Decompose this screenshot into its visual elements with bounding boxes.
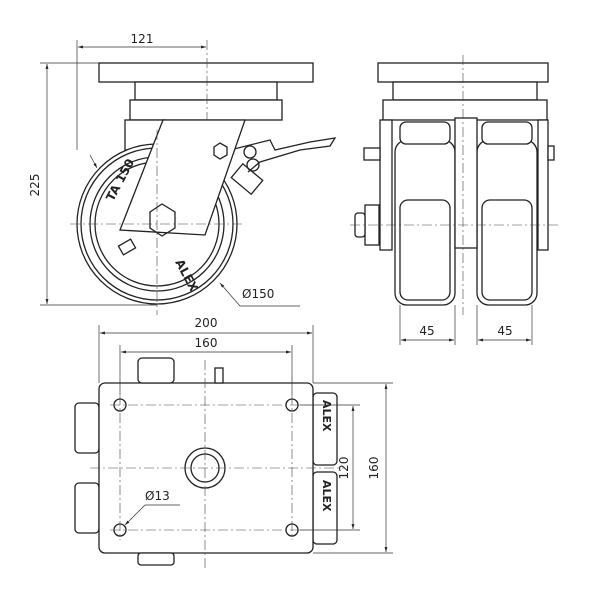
bottom-view: ALEX ALEX 200 160 120 160 Ø13 [74,316,393,570]
axle-nut [149,203,176,237]
wheel-left [394,139,456,306]
wheel-right [476,139,538,306]
wheel-brand-text-2: ALEX [320,480,333,512]
dim-160-width: 160 [367,457,381,480]
brake-pedal [229,137,337,173]
top-plate [98,62,314,83]
dim-45-right: 45 [497,324,512,338]
dim-160-length: 160 [195,336,218,350]
wheel-brand-text-1: ALEX [320,400,333,432]
front-view: 45 45 [350,55,560,345]
dim-diameter-150: Ø150 [242,287,274,301]
dim-120: 120 [337,457,351,480]
dim-45-left: 45 [419,324,434,338]
dim-121: 121 [131,32,154,46]
side-view: TA 150 ALEX 121 225 Ø150 [28,32,337,315]
dim-diameter-13: Ø13 [145,489,170,503]
dim-225: 225 [28,174,42,197]
dim-200: 200 [195,316,218,330]
